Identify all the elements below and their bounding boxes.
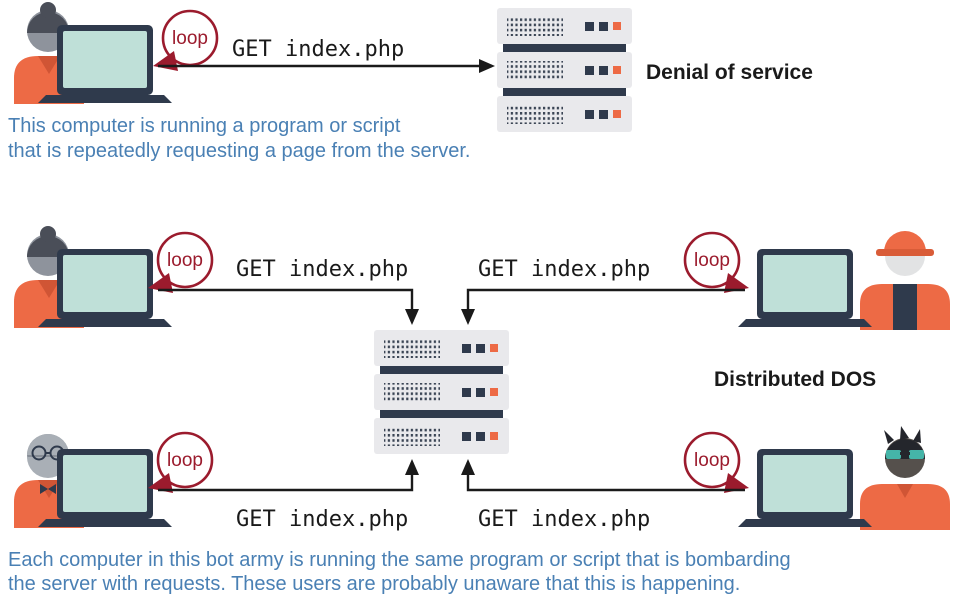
dos-title: Denial of service	[646, 61, 813, 84]
ddos-scene: loop GET index.php loop GET index.php	[8, 226, 950, 595]
ddos-server-icon	[374, 330, 509, 454]
dos-server-icon	[497, 8, 632, 132]
ddos-arrow-bottom-right	[461, 459, 745, 492]
dos-scene: loop GET index.php Denial of service Thi…	[8, 2, 813, 162]
ddos-title: Distributed DOS	[714, 368, 876, 391]
ddos-caption-line-2: the server with requests. These users ar…	[8, 573, 740, 595]
ddos-computer-top-left: loop GET index.php	[14, 226, 419, 328]
ddos-request-label-bottom-right: GET index.php	[478, 507, 650, 532]
ddos-loop-label-bottom-right: loop	[694, 450, 730, 471]
ddos-top-right-avatar	[860, 231, 950, 330]
ddos-request-label-bottom-left: GET index.php	[236, 507, 408, 532]
ddos-arrow-top-right	[461, 288, 745, 325]
ddos-loop-label-bottom-left: loop	[167, 450, 203, 471]
ddos-caption-line-1: Each computer in this bot army is runnin…	[8, 549, 791, 571]
dos-laptop-icon	[38, 25, 172, 103]
dos-request-label: GET index.php	[232, 37, 404, 62]
ddos-arrow-top-left	[158, 288, 419, 325]
ddos-top-right-laptop-icon	[738, 249, 872, 327]
dos-caption-line-2: that is repeatedly requesting a page fro…	[8, 140, 471, 162]
ddos-computer-bottom-left: loop GET index.php	[14, 431, 419, 532]
ddos-arrow-bottom-left	[158, 459, 419, 492]
dos-loop-label: loop	[172, 28, 208, 49]
ddos-request-label-top-right: GET index.php	[478, 257, 650, 282]
ddos-loop-label-top-left: loop	[167, 250, 203, 271]
ddos-computer-bottom-right: loop GET index.php	[461, 426, 950, 532]
ddos-loop-label-top-right: loop	[694, 250, 730, 271]
dos-caption-line-1: This computer is running a program or sc…	[8, 115, 401, 137]
dos-loop-icon: loop	[151, 9, 219, 73]
ddos-computer-top-right: loop GET index.php	[461, 231, 950, 330]
ddos-request-label-top-left: GET index.php	[236, 257, 408, 282]
ddos-bottom-right-laptop-icon	[738, 449, 872, 527]
ddos-bottom-right-avatar	[860, 426, 950, 530]
